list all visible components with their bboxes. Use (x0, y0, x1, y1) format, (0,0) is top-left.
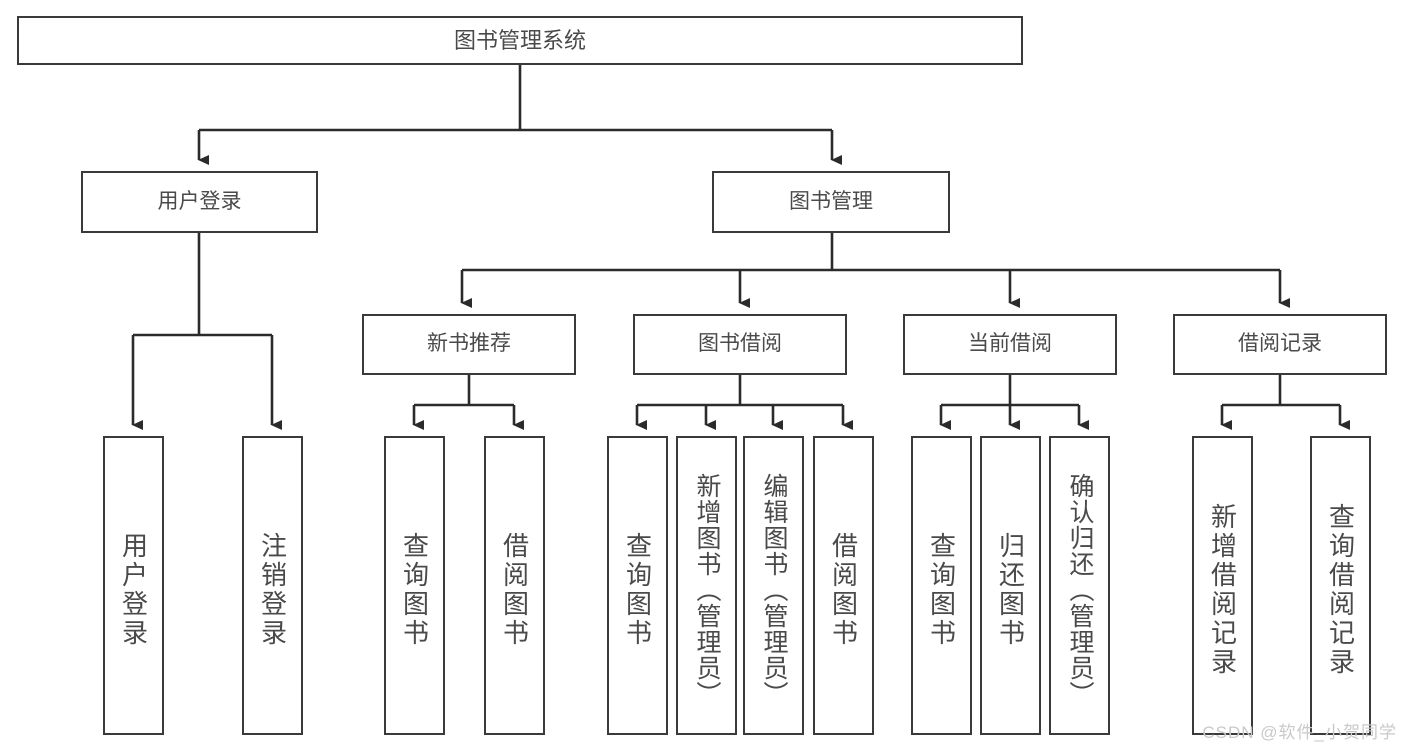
leaf-user-login-signin[interactable]: 用户登录 (103, 436, 164, 735)
leaf-borrow-edit-book-admin[interactable]: 编辑图书（管理员） (743, 436, 804, 735)
leaf-user-login-signout[interactable]: 注销登录 (242, 436, 303, 735)
leaf-current-query-book[interactable]: 查询图书 (911, 436, 972, 735)
leaf-label: 查询图书 (399, 531, 430, 648)
leaf-new-book-query[interactable]: 查询图书 (384, 436, 445, 735)
leaf-label: 查询图书 (926, 531, 957, 648)
leaf-borrow-add-book-admin[interactable]: 新增图书（管理员） (676, 436, 737, 735)
leaf-label: 借阅图书 (828, 531, 859, 648)
csdn-watermark: CSDN @软件_小贺同学 (1202, 723, 1397, 742)
leaf-current-return-book[interactable]: 归还图书 (980, 436, 1041, 735)
node-book-borrow[interactable]: 图书借阅 (633, 314, 847, 375)
node-user-login-label: 用户登录 (157, 189, 242, 213)
node-root[interactable]: 图书管理系统 (17, 16, 1023, 65)
leaf-new-book-borrow[interactable]: 借阅图书 (484, 436, 545, 735)
leaf-borrow-query-book[interactable]: 查询图书 (607, 436, 668, 735)
node-new-book-recommend-label: 新书推荐 (427, 332, 511, 356)
leaf-label: 查询图书 (622, 531, 653, 648)
node-borrow-record-label: 借阅记录 (1238, 332, 1322, 356)
node-book-management-label: 图书管理 (789, 189, 873, 213)
node-book-management[interactable]: 图书管理 (712, 171, 950, 233)
leaf-label: 新增借阅记录 (1207, 502, 1238, 677)
node-current-borrow-label: 当前借阅 (968, 332, 1052, 356)
leaf-record-add[interactable]: 新增借阅记录 (1192, 436, 1253, 735)
node-new-book-recommend[interactable]: 新书推荐 (362, 314, 576, 375)
node-root-label: 图书管理系统 (453, 27, 586, 53)
leaf-label: 确认归还（管理员） (1066, 472, 1094, 707)
leaf-label: 新增图书（管理员） (693, 472, 721, 707)
leaf-label: 归还图书 (995, 531, 1026, 648)
node-user-login[interactable]: 用户登录 (81, 171, 318, 233)
leaf-label: 借阅图书 (499, 531, 530, 648)
leaf-label: 编辑图书（管理员） (760, 472, 788, 707)
leaf-borrow-borrow-book[interactable]: 借阅图书 (813, 436, 874, 735)
leaf-label: 查询借阅记录 (1325, 502, 1356, 677)
leaf-current-confirm-return-admin[interactable]: 确认归还（管理员） (1049, 436, 1110, 735)
leaf-record-query[interactable]: 查询借阅记录 (1310, 436, 1371, 735)
leaf-label: 注销登录 (257, 531, 288, 648)
node-borrow-record[interactable]: 借阅记录 (1173, 314, 1387, 375)
node-current-borrow[interactable]: 当前借阅 (903, 314, 1117, 375)
node-book-borrow-label: 图书借阅 (698, 332, 782, 356)
leaf-label: 用户登录 (118, 531, 149, 648)
